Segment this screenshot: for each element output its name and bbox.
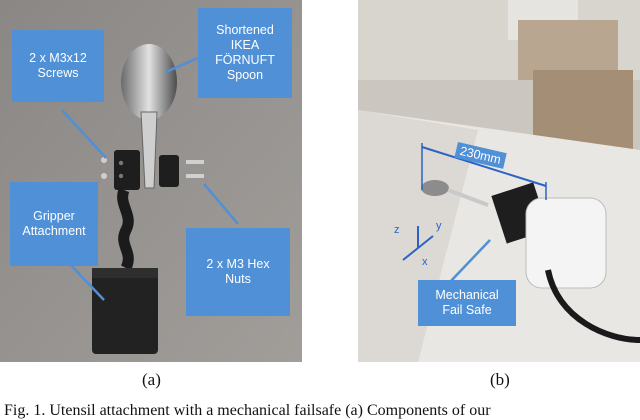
nuts-pointer (203, 183, 239, 225)
callout-screws: 2 x M3x12 Screws (12, 30, 104, 102)
panel-a-label: (a) (142, 370, 161, 389)
robot-arm (525, 197, 607, 289)
y-axis-label: y (436, 220, 442, 232)
spoon-handle (140, 111, 158, 189)
photo-robot: 230mm z y x Mechanical Fail Safe (358, 0, 640, 362)
callout-spoon: Shortened IKEA FÖRNUFT Spoon (198, 8, 292, 98)
photo-components: 2 x M3x12 Screws Shortened IKEA FÖRNUFT … (0, 0, 302, 362)
figure-caption: Fig. 1. Utensil attachment with a mechan… (4, 402, 491, 419)
callout-nuts: 2 x M3 Hex Nuts (186, 228, 290, 316)
hex-nut (186, 174, 204, 178)
screw-head (101, 173, 107, 179)
dimension-line (421, 146, 547, 187)
panel-b-label: (b) (490, 370, 510, 389)
spoon-pointer (165, 56, 199, 74)
x-axis-arrow (402, 247, 419, 261)
hex-nut (186, 160, 204, 164)
spoon (421, 180, 449, 196)
x-axis-label: x (422, 256, 428, 268)
spoon-bowl (121, 44, 177, 120)
gripper-pointer (65, 259, 105, 301)
callout-failsafe: Mechanical Fail Safe (418, 280, 516, 326)
screws-pointer (61, 109, 107, 159)
failsafe-pointer (449, 239, 491, 283)
flexible-link (117, 187, 134, 271)
screw-head (101, 157, 107, 163)
y-axis-arrow (417, 235, 434, 249)
z-axis-label: z (394, 224, 400, 236)
utensil-mount (114, 150, 140, 190)
callout-gripper: Gripper Attachment (10, 182, 98, 266)
mount-clip (159, 155, 179, 187)
gripper-block (92, 268, 158, 354)
